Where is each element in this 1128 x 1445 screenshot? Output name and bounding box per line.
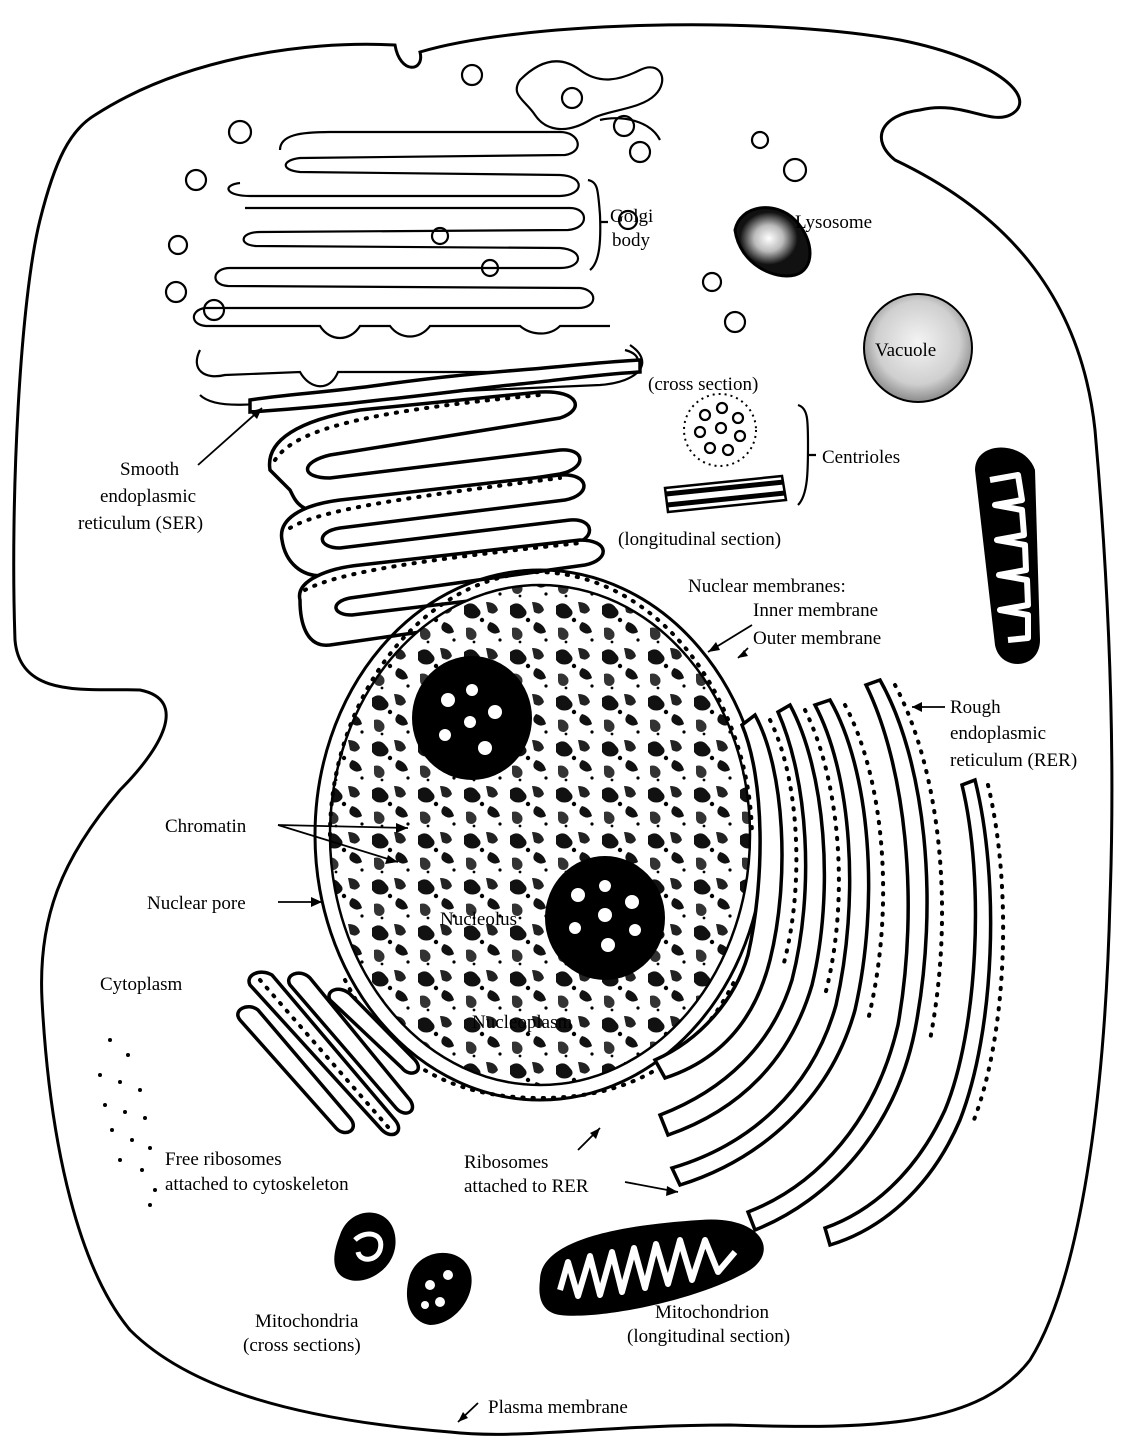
centriole-cross-section <box>684 394 756 466</box>
outer-membrane-label: Outer membrane <box>753 628 881 649</box>
nucleolus-lower <box>545 856 665 980</box>
ribosomes-rer-label-line2: attached to RER <box>464 1176 589 1197</box>
nucleoplasm-label: Nucleoplasm <box>472 1012 572 1033</box>
nuclear-membranes-label: Nuclear membranes: <box>688 576 846 597</box>
free-ribosomes-label-line1: Free ribosomes <box>165 1149 282 1170</box>
mitochondrion-long-label-line1: Mitochondrion <box>655 1302 769 1323</box>
mitochondria-cross-label-line2: (cross sections) <box>243 1335 361 1356</box>
chromatin-label: Chromatin <box>165 816 247 837</box>
cytoplasm-label: Cytoplasm <box>100 974 183 995</box>
ser-label-line1: Smooth <box>120 459 180 480</box>
nuclear-pore-label: Nuclear pore <box>147 893 246 914</box>
nucleolus-label: Nucleolus <box>440 909 517 930</box>
mitochondria-cross-sections <box>334 1213 471 1326</box>
centrioles-bracket <box>798 405 816 505</box>
inner-membrane-label: Inner membrane <box>753 600 878 621</box>
free-ribosomes-label-line2: attached to cytoskeleton <box>165 1174 349 1195</box>
mitochondria-cross-label-line1: Mitochondria <box>255 1311 359 1332</box>
ser-label-line2: endoplasmic <box>100 486 196 507</box>
rer-label-line2: endoplasmic <box>950 723 1046 744</box>
lysosome-label: Lysosome <box>795 212 872 233</box>
golgi-bracket <box>588 180 608 270</box>
golgi-label-line2: body <box>612 230 651 251</box>
vacuole-label: Vacuole <box>875 340 936 361</box>
golgi-body <box>166 61 806 404</box>
rer-label-line1: Rough <box>950 697 1001 718</box>
free-ribosomes <box>98 1038 157 1207</box>
mitochondrion-long-label-line2: (longitudinal section) <box>627 1326 790 1347</box>
rer-label-line3: reticulum (RER) <box>950 750 1077 771</box>
mitochondrion-right <box>975 448 1040 664</box>
cross-section-label: (cross section) <box>648 374 758 395</box>
ribosomes-rer-label-line1: Ribosomes <box>464 1152 548 1173</box>
centriole-longitudinal-section <box>665 476 786 512</box>
golgi-label-line1: Golgi <box>610 206 653 227</box>
plasma-membrane-label: Plasma membrane <box>488 1397 628 1418</box>
longitudinal-section-label: (longitudinal section) <box>618 529 781 550</box>
nucleolus-upper <box>412 656 532 780</box>
centrioles-label: Centrioles <box>822 447 900 468</box>
ser-label-line3: reticulum (SER) <box>78 513 203 534</box>
